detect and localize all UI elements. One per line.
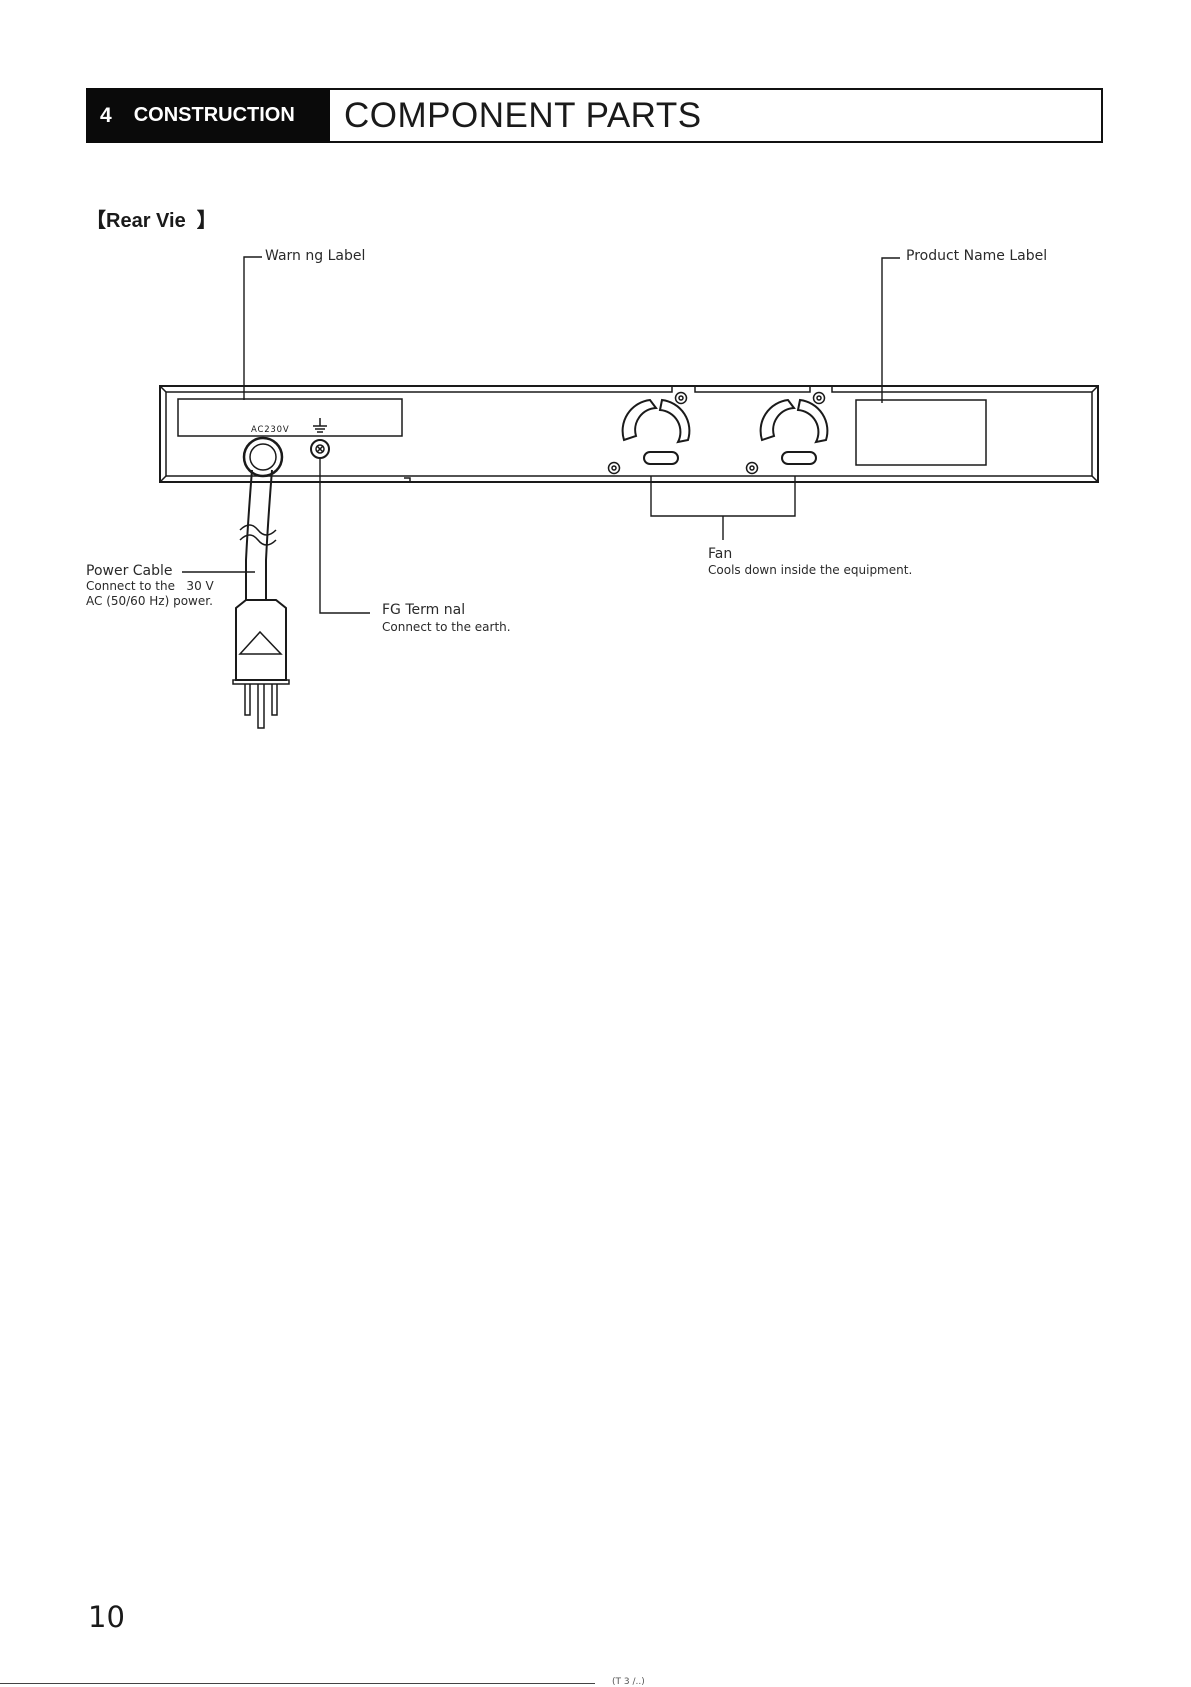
- fan-callout: Fan: [708, 546, 732, 562]
- power-cable-description-line1: Connect to the 30 V: [86, 579, 214, 594]
- warning-label-leader: [244, 257, 262, 400]
- product-name-label-callout: Product Name Label: [906, 248, 1047, 264]
- voltage-marking: AC230V: [251, 425, 289, 435]
- power-cable-callout: Power Cable: [86, 563, 173, 579]
- footer-mark: (T 3 /..): [612, 1677, 645, 1687]
- page-number: 10: [88, 1600, 125, 1634]
- ground-symbol-icon: [313, 418, 327, 432]
- fan-bracket: [651, 476, 795, 540]
- fan-description: Cools down inside the equipment.: [708, 563, 912, 578]
- power-cable-icon: [233, 470, 289, 728]
- fg-terminal-callout: FG Term nal: [382, 602, 465, 618]
- fan-icon: [609, 393, 690, 474]
- warning-label-callout: Warn ng Label: [265, 248, 365, 264]
- product-name-label-leader: [882, 258, 900, 403]
- footer-rule: [0, 1683, 595, 1684]
- fg-terminal-description: Connect to the earth.: [382, 620, 511, 635]
- power-cable-description-line2: AC (50/60 Hz) power.: [86, 594, 213, 609]
- product-name-label-panel: [856, 400, 986, 465]
- fan-icon: [747, 393, 828, 474]
- warning-label-panel: [178, 399, 402, 436]
- rear-view-diagram: AC230V: [0, 0, 1191, 760]
